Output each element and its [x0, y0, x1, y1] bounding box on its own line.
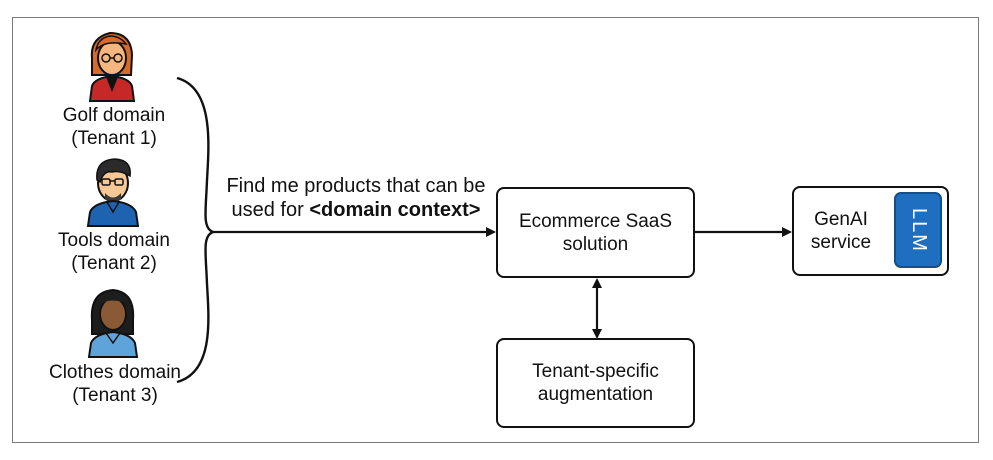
tenant-1-id: (Tenant 1): [71, 128, 157, 149]
tenant-1-label: Golf domain (Tenant 1): [48, 104, 180, 150]
augmentation-line-1: Tenant-specific: [532, 361, 659, 382]
ecommerce-line-2: solution: [562, 233, 629, 255]
tenant-1-domain: Golf domain: [62, 105, 166, 126]
tenant-3-domain: Clothes domain: [48, 362, 182, 383]
genai-line-2: service: [810, 232, 872, 253]
prompt-domain-context: <domain context>: [309, 199, 481, 221]
prompt-line-2: used for <domain context>: [222, 198, 490, 222]
llm-label: LLM: [907, 207, 930, 253]
prompt-line-2-prefix: used for: [231, 199, 310, 221]
tenant-2-avatar-icon: [86, 158, 140, 227]
llm-badge: LLM: [894, 192, 942, 268]
genai-line-1: GenAI: [814, 209, 868, 230]
diagram-frame: [12, 17, 979, 443]
tenant-augmentation-box: Tenant-specific augmentation: [496, 338, 695, 428]
tenant-2-id: (Tenant 2): [71, 253, 157, 274]
tenant-3-id: (Tenant 3): [72, 385, 158, 406]
tenant-2-domain: Tools domain: [58, 230, 170, 251]
prompt-line-1: Find me products that can be: [226, 175, 486, 197]
tenant-3-avatar-icon: [87, 288, 139, 358]
ecommerce-line-1: Ecommerce SaaS: [518, 210, 673, 232]
tenant-1-avatar-icon: [88, 31, 136, 102]
tenant-brace: [176, 76, 217, 384]
tenant-3-label: Clothes domain (Tenant 3): [40, 361, 190, 407]
tenant-2-label: Tools domain (Tenant 2): [46, 229, 182, 275]
augmentation-line-2: augmentation: [537, 384, 654, 405]
ecommerce-saas-box: Ecommerce SaaS solution: [496, 187, 695, 278]
prompt-text: Find me products that can be used for <d…: [222, 174, 490, 222]
